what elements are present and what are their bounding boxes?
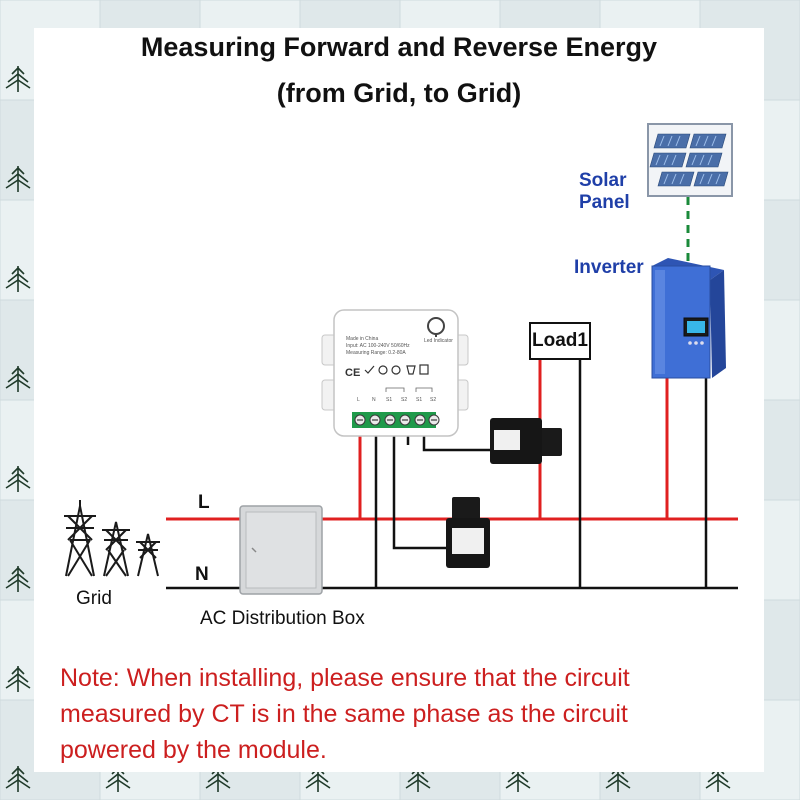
distribution-box-label: AC Distribution Box [200, 608, 365, 629]
note-line-1: Note: When installing, please ensure tha… [60, 664, 630, 692]
terminal-label: S2 [430, 397, 436, 403]
installation-note: Note: When installing, please ensure tha… [60, 660, 760, 768]
terminal-label: S2 [401, 397, 407, 403]
solar-panel [647, 123, 733, 197]
tree-glyph [5, 766, 31, 792]
module-measuring-range: Measuring Range: 0.2-80A [346, 350, 406, 356]
energy-meter-module: CE L N S1 S2 S1 S2 [321, 309, 469, 437]
title-line-2: (from Grid, to Grid) [276, 78, 522, 108]
load-box: Load1 [529, 322, 591, 360]
terminal-label: S1 [386, 397, 392, 403]
current-transformer-grid [446, 497, 490, 568]
tree-glyph [5, 66, 31, 92]
note-line-3: powered by the module. [60, 736, 327, 764]
grid-label: Grid [76, 588, 112, 609]
terminal-label: L [357, 397, 360, 403]
solar-label-line-2: Panel [579, 192, 630, 213]
svg-text:CE: CE [345, 367, 360, 379]
current-transformer-load [490, 418, 562, 464]
ct2-lead [422, 432, 492, 452]
inverter-label: Inverter [574, 257, 644, 278]
title-line-1: Measuring Forward and Reverse Energy [140, 32, 658, 62]
neutral-label: N [195, 564, 209, 585]
tree-glyph [5, 666, 31, 692]
ct1-lead-a [392, 432, 448, 550]
inverter [651, 258, 726, 379]
tree-glyph [5, 266, 31, 292]
live-label: L [198, 492, 210, 513]
terminal-label: S1 [416, 397, 422, 403]
tree-glyph [5, 466, 31, 492]
tree-glyph [5, 166, 31, 192]
module-input-rating: Input: AC 100-240V 50/60Hz [346, 343, 410, 349]
tree-glyph [5, 366, 31, 392]
solar-label-line-1: Solar [579, 170, 627, 191]
tree-glyph [5, 566, 31, 592]
power-towers [64, 500, 160, 577]
terminal-label: N [372, 397, 376, 403]
note-line-2: measured by CT is in the same phase as t… [60, 700, 628, 728]
module-led-label: Led Indicator [424, 338, 453, 344]
module-made-in: Made in China [346, 336, 379, 342]
ac-distribution-box [239, 505, 323, 595]
tree-glyph [405, 766, 431, 792]
